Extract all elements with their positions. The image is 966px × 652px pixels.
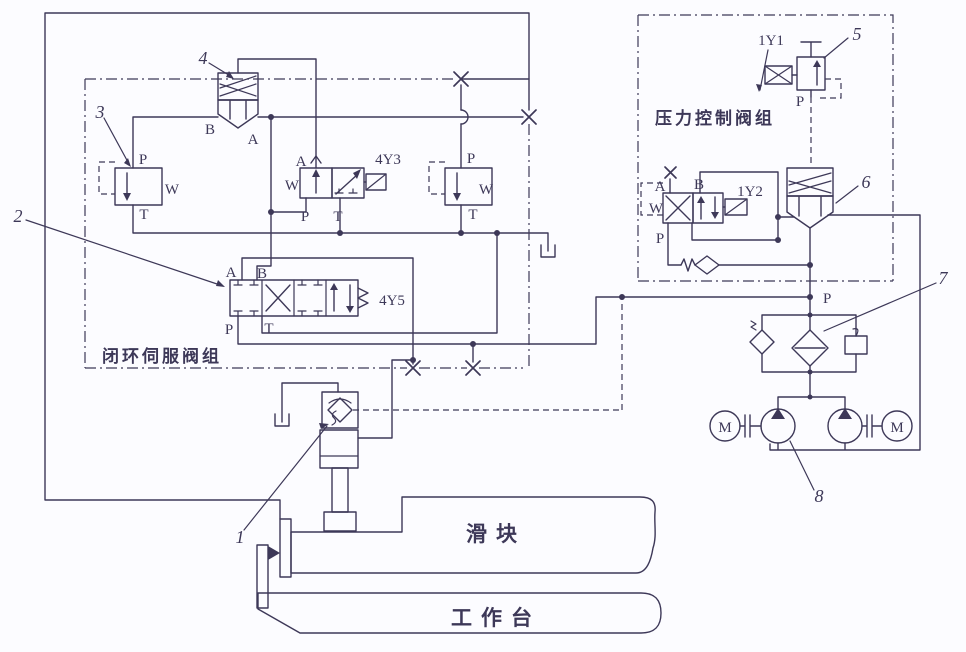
- port-label-w: W: [649, 201, 664, 217]
- port-label-p: P: [656, 231, 664, 247]
- worktable: 工作台: [256, 544, 662, 634]
- valve-tag-1y2: 1Y2: [737, 184, 763, 200]
- callout-2: 2: [14, 206, 23, 226]
- port-label-t: T: [139, 207, 148, 223]
- filter-symbol: [791, 329, 829, 367]
- valve-tag-4y3: 4Y3: [375, 152, 401, 168]
- motor-left: [709, 410, 741, 442]
- valve-tag-1y1: 1Y1: [758, 33, 784, 49]
- port-label-a: A: [248, 132, 259, 148]
- solenoid-coil-4y3: [365, 173, 387, 191]
- check-valve: [680, 255, 720, 275]
- slider-block: 滑块: [279, 496, 656, 578]
- callout-3: 3: [95, 102, 105, 122]
- callout-6: 6: [862, 172, 871, 192]
- callout-1: 1: [236, 527, 245, 547]
- motor-letter: M: [718, 420, 731, 436]
- port-label-w: W: [479, 182, 494, 198]
- port-label-b: B: [257, 266, 267, 282]
- solenoid-valve-4y3: A W P T 4Y3: [285, 152, 401, 225]
- junction-dots: [268, 114, 813, 400]
- cylinder-assembly-1: [319, 391, 359, 532]
- valve-tag-4y5: 4Y5: [379, 293, 405, 309]
- line-hop: [460, 109, 469, 125]
- p-junction-label: P: [823, 291, 831, 307]
- flow-arrowhead: [310, 155, 322, 164]
- unloading-valve-5-1y1: 1Y1 P: [758, 33, 826, 110]
- callout-4: 4: [199, 48, 208, 68]
- outer-frame: [44, 12, 530, 520]
- machine-label-worktable: 工作台: [451, 606, 541, 630]
- motor-letter: M: [890, 420, 903, 436]
- servo-diamond: [327, 397, 353, 423]
- cartridge-valve-4: B A: [205, 72, 259, 148]
- port-label-p: P: [301, 209, 309, 225]
- reducing-valve-3: P W T: [114, 152, 180, 223]
- port-label-b: B: [694, 177, 704, 193]
- port-label-w: W: [165, 182, 180, 198]
- solenoid-coil-1y1: [764, 65, 793, 85]
- servo-group-box: [84, 78, 530, 369]
- port-label-t: T: [264, 321, 273, 337]
- port-label-p: P: [796, 94, 804, 110]
- servo-valve-4y5: A B P T 4Y5: [225, 265, 405, 338]
- port-label-a: A: [296, 154, 307, 170]
- clog-indicator: [844, 335, 868, 355]
- spring-symbol: [357, 287, 369, 309]
- port-label-w: W: [285, 178, 300, 194]
- cartridge-valve-6: [786, 167, 834, 229]
- bypass-spring: [750, 320, 757, 331]
- piston-rod: [331, 467, 349, 513]
- machine-label-slider: 滑块: [466, 523, 526, 546]
- port-label-t: T: [468, 207, 477, 223]
- motor-right: [881, 410, 913, 442]
- callout-leaders: [25, 37, 937, 531]
- port-label-b: B: [205, 122, 215, 138]
- port-label-p: P: [139, 152, 147, 168]
- callout-8: 8: [815, 486, 824, 506]
- plug-x-port-a-1y2: [664, 166, 677, 179]
- callout-5: 5: [853, 24, 862, 44]
- port-label-p: P: [467, 151, 475, 167]
- pipes-solid: [132, 41, 921, 451]
- plugged-port-x-marks: [405, 71, 677, 376]
- rod-foot: [323, 511, 357, 532]
- port-label-t: T: [333, 209, 342, 225]
- solenoid-coil-1y2: [724, 198, 748, 216]
- group-label-pressure: 压力控制阀组: [655, 108, 775, 128]
- pump-unit-8: M M: [709, 408, 913, 444]
- callout-7: 7: [939, 268, 949, 288]
- port-label-a: A: [655, 179, 666, 195]
- pressure-group-box: [637, 14, 894, 282]
- group-label-servo: 闭环伺服阀组: [102, 346, 222, 366]
- bypass-valve: [749, 329, 775, 355]
- filter-group-7: [749, 320, 868, 367]
- solenoid-valve-1y2: A B W P 1Y2: [649, 177, 763, 247]
- port-label-a: A: [226, 265, 237, 281]
- port-label-p: P: [225, 322, 233, 338]
- reducing-valve-right: P W T: [444, 151, 494, 223]
- pipes-pilot-dashed: [98, 78, 842, 411]
